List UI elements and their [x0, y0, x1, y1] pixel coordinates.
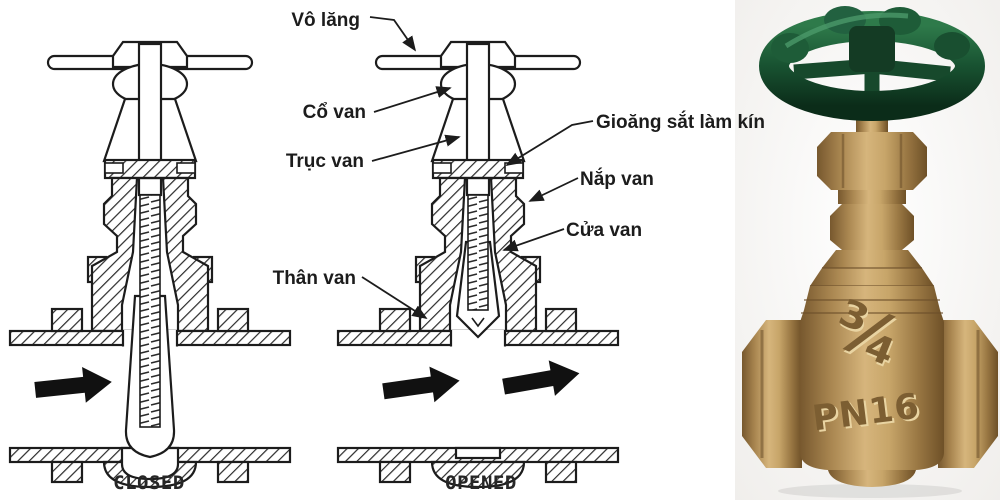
leader-bonnet [528, 177, 579, 202]
valve-photo: ¾ ¾ PN16 PN16 [735, 0, 1000, 500]
photo-left-port-hex [742, 320, 802, 468]
photo-bonnet-hex [830, 204, 914, 250]
closed-valve-diagram [8, 40, 292, 489]
threaded-stem [467, 194, 489, 311]
photo-handwheel [759, 6, 985, 121]
label-stem: Trục van [286, 151, 364, 172]
leader-lines [361, 16, 594, 319]
label-neck: Cổ van [303, 102, 366, 123]
leader-stem [371, 134, 461, 162]
closed-valve-pipe [8, 194, 292, 489]
label-bonnet: Nắp van [580, 168, 654, 190]
flow-arrow [382, 366, 460, 403]
photo-right-port-hex [938, 320, 998, 468]
caption-opened: OPENED [445, 472, 517, 494]
label-handwheel: Vô lăng [291, 10, 360, 31]
photo-neck-ring [838, 190, 906, 204]
opened-valve-diagram [336, 40, 620, 489]
handwheel-hub [849, 26, 895, 72]
leader-gland [505, 120, 594, 166]
leader-neck [373, 86, 452, 113]
photo-bonnet-ring [810, 268, 934, 286]
opened-valve-pipe [336, 194, 620, 489]
label-body: Thân van [273, 268, 356, 289]
part-labels: Vô lăng Cổ van Trục van Gioăng sắt làm k… [273, 10, 765, 289]
flow-arrow [502, 360, 580, 396]
photo-body-foot [828, 470, 916, 487]
leader-handwheel [369, 16, 417, 52]
flow-arrow [34, 366, 112, 403]
gate-tip-mark [471, 317, 485, 328]
leader-body [361, 276, 428, 319]
handwheel-lobe [934, 32, 970, 60]
label-gland: Gioăng sắt làm kín [596, 111, 765, 133]
seat-pocket [120, 446, 180, 481]
handwheel-highlight [784, 12, 909, 49]
photo-shadow [778, 484, 962, 498]
threaded-stem [139, 194, 161, 428]
photo-bonnet-cone [822, 250, 922, 268]
label-gate: Cửa van [566, 220, 642, 241]
photo-valve-body [800, 286, 944, 470]
leader-gate [502, 228, 565, 252]
photo-packing-nut [817, 132, 927, 190]
caption-closed: CLOSED [113, 472, 185, 494]
seat-recess [454, 446, 502, 460]
